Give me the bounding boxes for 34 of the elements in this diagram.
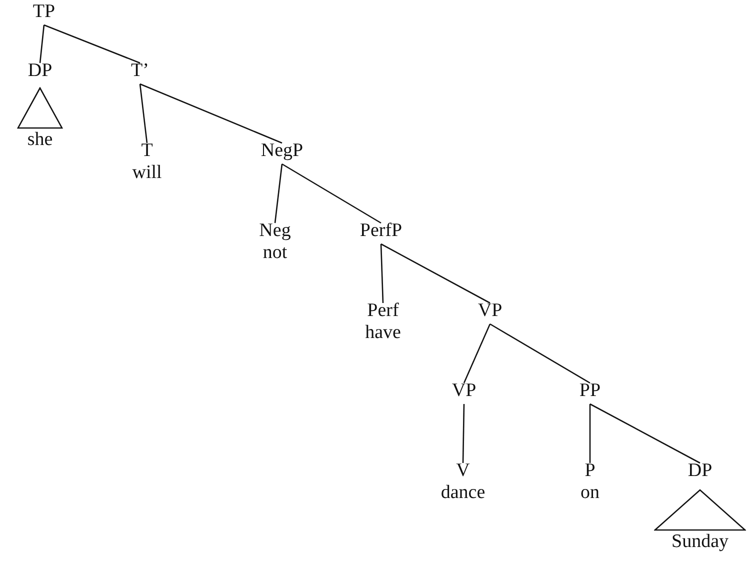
category-label: V	[456, 460, 470, 482]
tree-branch	[490, 323, 590, 384]
category-label: DP	[28, 60, 52, 82]
category-label: P	[584, 460, 596, 482]
tree-branch	[589, 404, 591, 463]
tree-branch	[39, 24, 45, 64]
tree-branch	[44, 24, 140, 64]
tree-branch	[590, 403, 700, 464]
category-label: T’	[131, 60, 149, 82]
word-label: have	[365, 322, 401, 344]
category-label: DP	[688, 460, 712, 482]
category-label: T	[141, 140, 153, 162]
word-label: will	[132, 162, 162, 184]
word-label: on	[580, 482, 600, 504]
tree-branch	[139, 84, 148, 144]
category-label: VP	[478, 300, 502, 322]
word-label: not	[262, 242, 288, 264]
category-label: VP	[452, 380, 476, 402]
category-label: TP	[32, 1, 56, 23]
tree-branch	[274, 164, 283, 224]
tree-branch	[380, 244, 384, 304]
tree-branch	[462, 404, 465, 464]
category-label: Perf	[367, 300, 399, 322]
tree-branch	[282, 163, 382, 224]
category-label: PerfP	[360, 220, 402, 242]
tree-branch	[140, 83, 282, 144]
word-label: she	[27, 129, 53, 151]
category-label: Neg	[259, 220, 291, 242]
word-label: Sunday	[672, 531, 728, 553]
tree-branch	[463, 324, 491, 384]
tree-branch	[380, 243, 490, 304]
category-label: PP	[579, 380, 601, 402]
category-label: NegP	[260, 140, 304, 162]
word-label: dance	[440, 482, 486, 504]
